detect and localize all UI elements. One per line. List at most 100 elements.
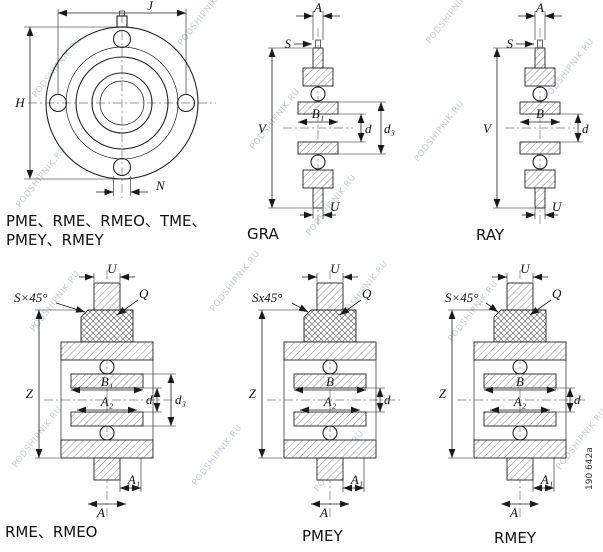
dim-label-H: H <box>14 95 25 110</box>
ray-dim-d: d <box>560 113 589 143</box>
drawing-number: 190 642a <box>585 447 595 490</box>
pmey-shaft-stub-bottom <box>316 457 344 481</box>
ray-outer-ring <box>524 67 556 189</box>
watermark-text: PODSHIPNIK.RU <box>424 0 478 46</box>
dim-label-A1: A₁ <box>127 472 140 487</box>
front-centerlines <box>28 14 216 198</box>
bolt-hole <box>176 93 196 113</box>
dim-label-Q: Q <box>139 286 149 301</box>
dim-label-U: U <box>552 199 563 214</box>
watermark-text: PODSHIPNIK.RU <box>554 407 603 472</box>
dim-N: N <box>96 176 166 196</box>
dim-label-A2: A₂ <box>323 394 337 409</box>
dim-label-Q: Q <box>552 286 562 301</box>
dim-label-B: B <box>536 106 544 121</box>
front-caption-line1: PME、RME、RMEO、TME、 <box>6 212 207 230</box>
dim-label-B1: B₁ <box>101 374 113 389</box>
ray-grease-fitting <box>534 39 546 209</box>
rme-locking-collar <box>80 309 134 343</box>
dim-label-U: U <box>330 199 341 214</box>
dim-label-S: S <box>285 36 292 51</box>
dim-label-d: d <box>365 121 372 136</box>
ray-dim-S: S <box>507 36 534 51</box>
rmey-dim-S45: S×45° <box>445 290 499 313</box>
rmey-inner-ring <box>483 373 557 427</box>
ray-dim-A: A <box>518 0 562 40</box>
dim-label-d: d <box>384 392 391 407</box>
rme-dim-A1: A₁ <box>119 458 142 492</box>
rme-dim-S45: S×45° <box>14 290 86 313</box>
pmey-shaft-stub-top <box>316 282 344 311</box>
dim-label-S45: S×45° <box>14 290 47 305</box>
ray-inner-ring <box>519 101 561 155</box>
dim-label-U: U <box>520 261 531 276</box>
dim-label-A2: A₂ <box>513 394 527 409</box>
rmey-caption: RMEY <box>494 529 537 547</box>
ray-centerlines <box>505 28 575 224</box>
dim-label-d3: d₃ <box>175 392 186 407</box>
panel-rmey: U S×45° Q Z B A₂ d <box>439 261 595 547</box>
dim-label-V: V <box>258 121 268 136</box>
front-bolt-holes <box>48 29 196 177</box>
dim-label-A: A <box>535 0 544 15</box>
panel-rme: U S×45° Q Z B₁ A₂ d <box>5 261 186 541</box>
gra-dim-S: S <box>285 36 312 51</box>
rmey-dim-A: A <box>501 500 539 520</box>
gra-caption: GRA <box>247 225 279 243</box>
pmey-dim-A2: A₂ <box>300 394 360 414</box>
dim-label-d: d <box>574 392 581 407</box>
bolt-hole <box>112 29 132 49</box>
rmey-dim-U: U <box>492 261 548 282</box>
gra-grease-fitting <box>312 39 324 209</box>
rme-dim-d3: d₃ <box>143 373 186 427</box>
dim-label-B: B <box>516 374 524 389</box>
watermark-text: PODSHIPNIK.RU <box>10 405 64 470</box>
panel-gra: A S V B₁ d d₃ <box>247 0 395 243</box>
rmey-dim-A1: A₁ <box>532 458 555 492</box>
dim-label-B: B <box>326 374 334 389</box>
dim-label-S: S <box>507 36 514 51</box>
dim-label-A: A <box>319 505 328 520</box>
pmey-dim-A: A <box>311 500 349 520</box>
rmey-dim-d: d <box>556 387 581 413</box>
rme-dim-A: A <box>88 500 126 520</box>
dim-label-Q: Q <box>362 286 372 301</box>
dim-label-S45: S×45° <box>445 290 478 305</box>
rme-dim-Z: Z <box>26 309 80 459</box>
dim-label-B1: B₁ <box>312 106 324 121</box>
gra-dim-U: U <box>300 199 341 219</box>
pmey-dim-d: d <box>366 387 391 413</box>
gra-dim-d: d <box>338 113 372 143</box>
rme-shaft-stub-bottom <box>93 457 121 481</box>
ray-balls <box>532 86 548 170</box>
rme-inner-ring <box>70 373 144 427</box>
gra-dim-d3: d₃ <box>338 101 395 155</box>
pmey-dim-U: U <box>302 261 358 282</box>
dim-label-U: U <box>330 261 341 276</box>
watermark-text: PODSHIPNIK.RU <box>248 87 302 152</box>
rme-shaft-stub-top <box>93 282 121 311</box>
watermark-text: PODSHIPNIK.RU <box>446 279 500 344</box>
watermark-text: PODSHIPNIK.RU <box>176 0 230 48</box>
rme-dim-Q: Q <box>116 286 149 316</box>
rmey-locking-collar <box>493 309 547 343</box>
dim-label-U: U <box>107 261 118 276</box>
rmey-dim-B: B <box>484 374 556 394</box>
ray-dim-B: B <box>520 106 560 126</box>
gra-inner-ring <box>297 101 339 155</box>
gra-dim-V: V <box>258 47 312 209</box>
rme-dim-A2: A₂ <box>77 394 137 414</box>
gra-outer-ring <box>302 67 334 189</box>
rme-caption: RME、RMEO <box>5 523 98 541</box>
pmey-dim-Q: Q <box>339 286 372 316</box>
rmey-shaft-stub-top <box>506 282 534 311</box>
panel-front-view: J H N PME、RME、RMEO、TME、 PMEY、RMEY <box>6 0 216 249</box>
dim-label-A2: A₂ <box>100 394 114 409</box>
rmey-dim-A2: A₂ <box>490 394 550 414</box>
dim-H: H <box>14 26 120 180</box>
pmey-dim-S45: Sx45° <box>252 290 309 313</box>
ray-dim-U: U <box>522 199 563 219</box>
dim-label-d: d <box>582 121 589 136</box>
rme-dim-d: d <box>143 387 162 413</box>
